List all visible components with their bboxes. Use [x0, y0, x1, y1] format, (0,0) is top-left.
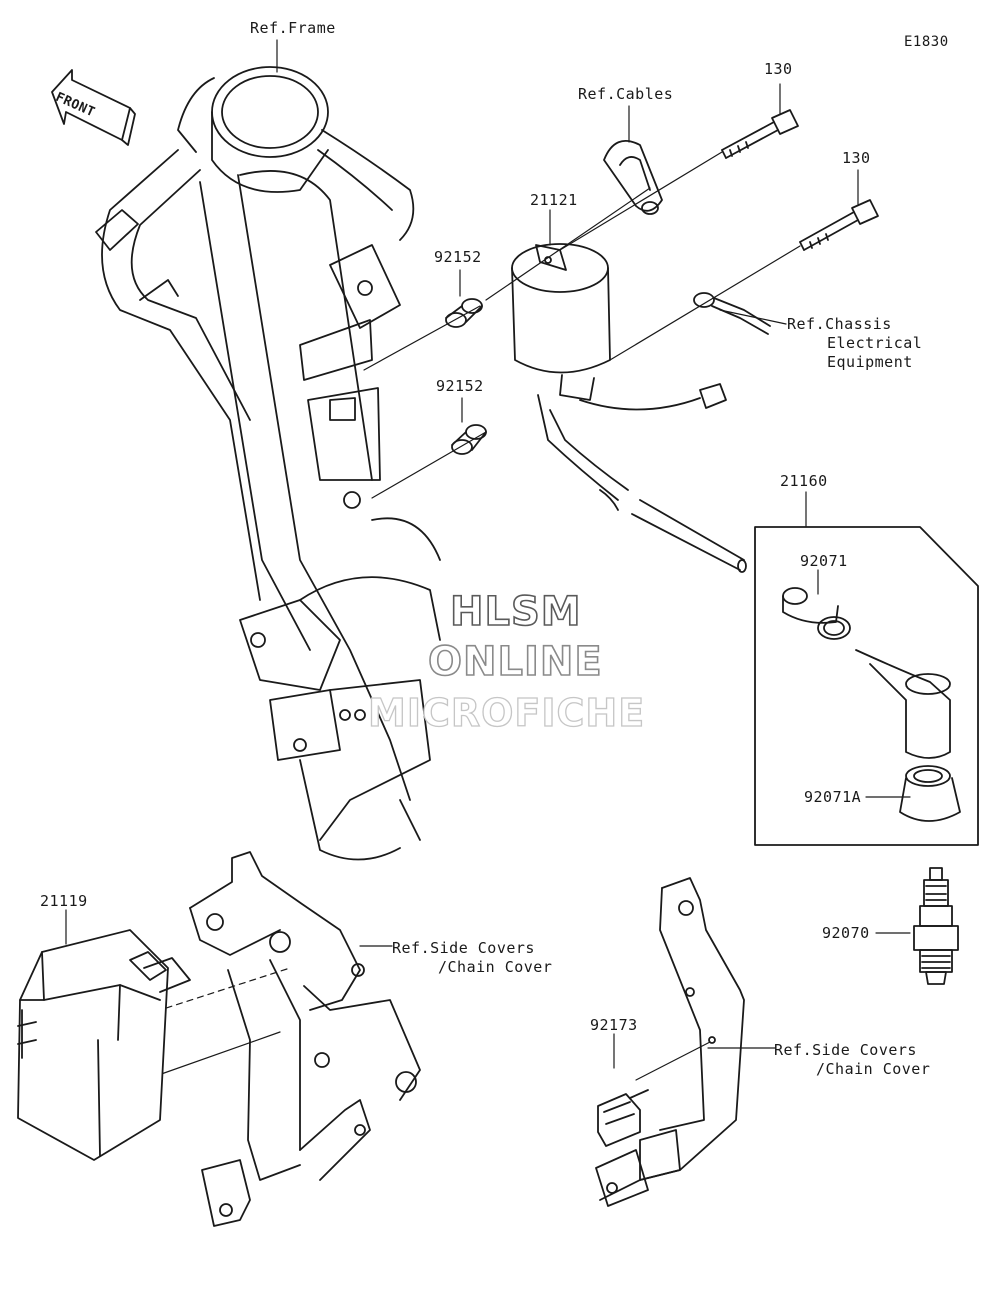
ref-frame-label: Ref.Frame [250, 19, 336, 37]
clip-bracket-drawing [595, 877, 745, 1207]
ref-chassis-label-line1: Ref.Chassis [787, 315, 892, 333]
callout-92152-upper[interactable]: 92152 [434, 248, 482, 266]
ref-side-covers-a-line2: /Chain Cover [438, 958, 553, 976]
callout-92070[interactable]: 92070 [822, 924, 870, 942]
cap-assy-box [754, 526, 979, 846]
leader-lines [29, 39, 911, 1081]
watermark-line2: ONLINE [427, 639, 603, 685]
diagram-code: E1830 [904, 34, 949, 50]
frame-drawing [95, 66, 441, 861]
callout-21160[interactable]: 21160 [780, 472, 828, 490]
ref-chassis-label-line3: Equipment [827, 353, 913, 371]
cable-clamp-icon [603, 140, 663, 215]
callout-92173[interactable]: 92173 [590, 1016, 638, 1034]
callout-21119[interactable]: 21119 [40, 892, 88, 910]
ignition-coil-icon [511, 243, 747, 573]
ref-side-covers-b-line1: Ref.Side Covers [774, 1041, 917, 1059]
cdi-bracket-drawing [189, 851, 421, 1227]
callout-130-upper[interactable]: 130 [764, 60, 793, 78]
callout-92071[interactable]: 92071 [800, 552, 848, 570]
callout-130-lower[interactable]: 130 [842, 149, 871, 167]
ref-side-covers-b-line2: /Chain Cover [816, 1060, 931, 1078]
cdi-unit-icon [17, 929, 191, 1161]
collar-lower-icon [451, 424, 487, 455]
watermark-line3: MICROFICHE [367, 691, 646, 735]
callout-21121[interactable]: 21121 [530, 191, 578, 209]
ref-chassis-label-line2: Electrical [827, 334, 923, 352]
ref-cables-label: Ref.Cables [578, 85, 674, 103]
front-arrow-icon [51, 69, 136, 146]
ring-terminal-icon [693, 292, 771, 335]
bolt-lower-icon [799, 199, 879, 251]
ref-side-covers-a-line1: Ref.Side Covers [392, 939, 535, 957]
callout-92071A[interactable]: 92071A [804, 788, 862, 806]
spark-plug-icon [913, 867, 959, 985]
collar-upper-icon [445, 298, 483, 328]
callout-92152-lower[interactable]: 92152 [436, 377, 484, 395]
bolt-upper-icon [721, 109, 799, 159]
clip-icon [597, 1089, 649, 1147]
watermark-line1: HLSM [449, 589, 582, 635]
